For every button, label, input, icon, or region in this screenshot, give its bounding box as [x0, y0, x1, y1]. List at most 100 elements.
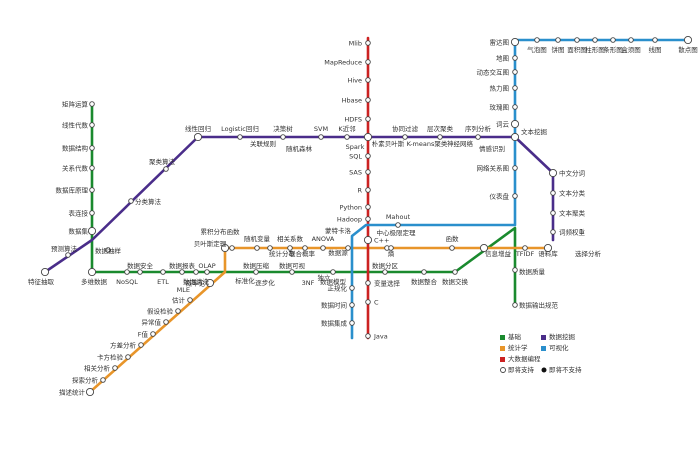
station[interactable] — [574, 37, 580, 43]
station[interactable] — [550, 190, 556, 196]
station[interactable] — [89, 165, 95, 171]
station[interactable] — [163, 166, 169, 172]
station[interactable] — [512, 193, 518, 199]
station[interactable] — [87, 226, 97, 236]
station[interactable] — [318, 134, 324, 140]
station[interactable] — [330, 269, 336, 275]
station[interactable] — [220, 243, 230, 253]
station[interactable] — [512, 69, 518, 75]
station[interactable] — [267, 245, 273, 251]
station[interactable] — [229, 245, 235, 251]
station[interactable] — [510, 37, 520, 47]
station[interactable] — [365, 216, 371, 222]
station[interactable] — [452, 269, 458, 275]
station[interactable] — [512, 267, 518, 273]
station[interactable] — [479, 243, 489, 253]
station[interactable] — [555, 37, 561, 43]
station-label: 雷达图 — [490, 38, 510, 47]
station[interactable] — [344, 134, 350, 140]
station[interactable] — [683, 35, 693, 45]
station[interactable] — [365, 299, 371, 305]
station[interactable] — [175, 308, 181, 314]
station[interactable] — [512, 302, 518, 308]
station[interactable] — [365, 77, 371, 83]
station[interactable] — [163, 319, 169, 325]
station[interactable] — [289, 269, 295, 275]
station[interactable] — [179, 269, 185, 275]
station[interactable] — [150, 331, 156, 337]
station[interactable] — [365, 97, 371, 103]
station[interactable] — [128, 198, 134, 204]
station[interactable] — [349, 320, 355, 326]
station[interactable] — [160, 269, 166, 275]
station[interactable] — [100, 377, 106, 383]
station[interactable] — [89, 145, 95, 151]
station[interactable] — [124, 269, 130, 275]
station[interactable] — [449, 245, 455, 251]
station[interactable] — [193, 132, 203, 142]
station[interactable] — [125, 354, 131, 360]
station[interactable] — [349, 285, 355, 291]
station[interactable] — [365, 59, 371, 65]
station[interactable] — [388, 245, 394, 251]
station[interactable] — [89, 187, 95, 193]
station[interactable] — [187, 297, 193, 303]
station[interactable] — [365, 204, 371, 210]
station[interactable] — [89, 101, 95, 107]
station[interactable] — [112, 365, 118, 371]
station[interactable] — [320, 245, 326, 251]
station[interactable] — [382, 269, 388, 275]
station[interactable] — [550, 210, 556, 216]
station[interactable] — [534, 37, 540, 43]
station[interactable] — [254, 245, 260, 251]
station-label: 标准化 — [235, 276, 255, 285]
station[interactable] — [89, 122, 95, 128]
station[interactable] — [89, 210, 95, 216]
station[interactable] — [543, 243, 553, 253]
station[interactable] — [253, 269, 259, 275]
station[interactable] — [137, 269, 143, 275]
station[interactable] — [512, 55, 518, 61]
station[interactable] — [522, 245, 528, 251]
station[interactable] — [193, 269, 199, 275]
station[interactable] — [287, 245, 293, 251]
station[interactable] — [65, 252, 71, 258]
station[interactable] — [302, 245, 308, 251]
station[interactable] — [205, 278, 215, 288]
station[interactable] — [512, 85, 518, 91]
station[interactable] — [395, 222, 401, 228]
station[interactable] — [548, 168, 558, 178]
station[interactable] — [365, 280, 371, 286]
station[interactable] — [437, 134, 443, 140]
station[interactable] — [592, 37, 598, 43]
station[interactable] — [510, 132, 520, 142]
station[interactable] — [345, 245, 351, 251]
station[interactable] — [510, 119, 520, 129]
station[interactable] — [349, 302, 355, 308]
station[interactable] — [204, 269, 210, 275]
station[interactable] — [40, 267, 50, 277]
station[interactable] — [105, 247, 111, 253]
station[interactable] — [85, 387, 95, 397]
station[interactable] — [512, 165, 518, 171]
station[interactable] — [138, 342, 144, 348]
station[interactable] — [475, 134, 481, 140]
station[interactable] — [365, 333, 371, 339]
station[interactable] — [365, 187, 371, 193]
station[interactable] — [365, 116, 371, 122]
station[interactable] — [363, 132, 373, 142]
station[interactable] — [402, 134, 408, 140]
station[interactable] — [365, 169, 371, 175]
station[interactable] — [550, 229, 556, 235]
station[interactable] — [365, 153, 371, 159]
station[interactable] — [365, 40, 371, 46]
station[interactable] — [280, 134, 286, 140]
station[interactable] — [628, 37, 634, 43]
station[interactable] — [363, 235, 373, 245]
station[interactable] — [610, 37, 616, 43]
station[interactable] — [87, 267, 97, 277]
station[interactable] — [512, 104, 518, 110]
station[interactable] — [652, 37, 658, 43]
station[interactable] — [421, 269, 427, 275]
station[interactable] — [237, 134, 243, 140]
